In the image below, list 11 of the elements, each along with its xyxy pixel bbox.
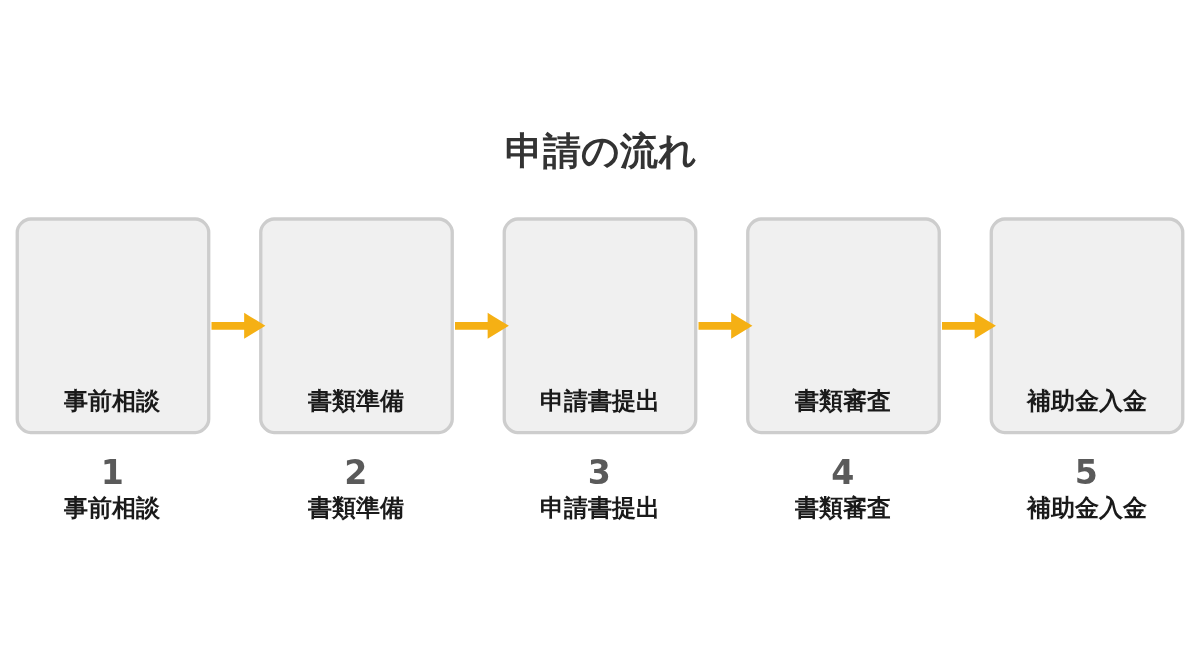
node-label: 書類審査 xyxy=(794,492,891,522)
node-label: 2 xyxy=(344,452,368,492)
node-label: 事前相談 xyxy=(64,492,161,522)
node-label: 5 xyxy=(1074,452,1098,492)
node-label: 1 xyxy=(100,452,124,492)
node-label: 申請書提出 xyxy=(539,492,660,522)
node-label: 書類準備 xyxy=(307,492,404,522)
node-label: 3 xyxy=(587,452,611,492)
node-label: 補助金入金 xyxy=(1026,492,1147,522)
node-label: 4 xyxy=(831,452,855,492)
diagram-title: 申請の流れ xyxy=(505,128,698,173)
